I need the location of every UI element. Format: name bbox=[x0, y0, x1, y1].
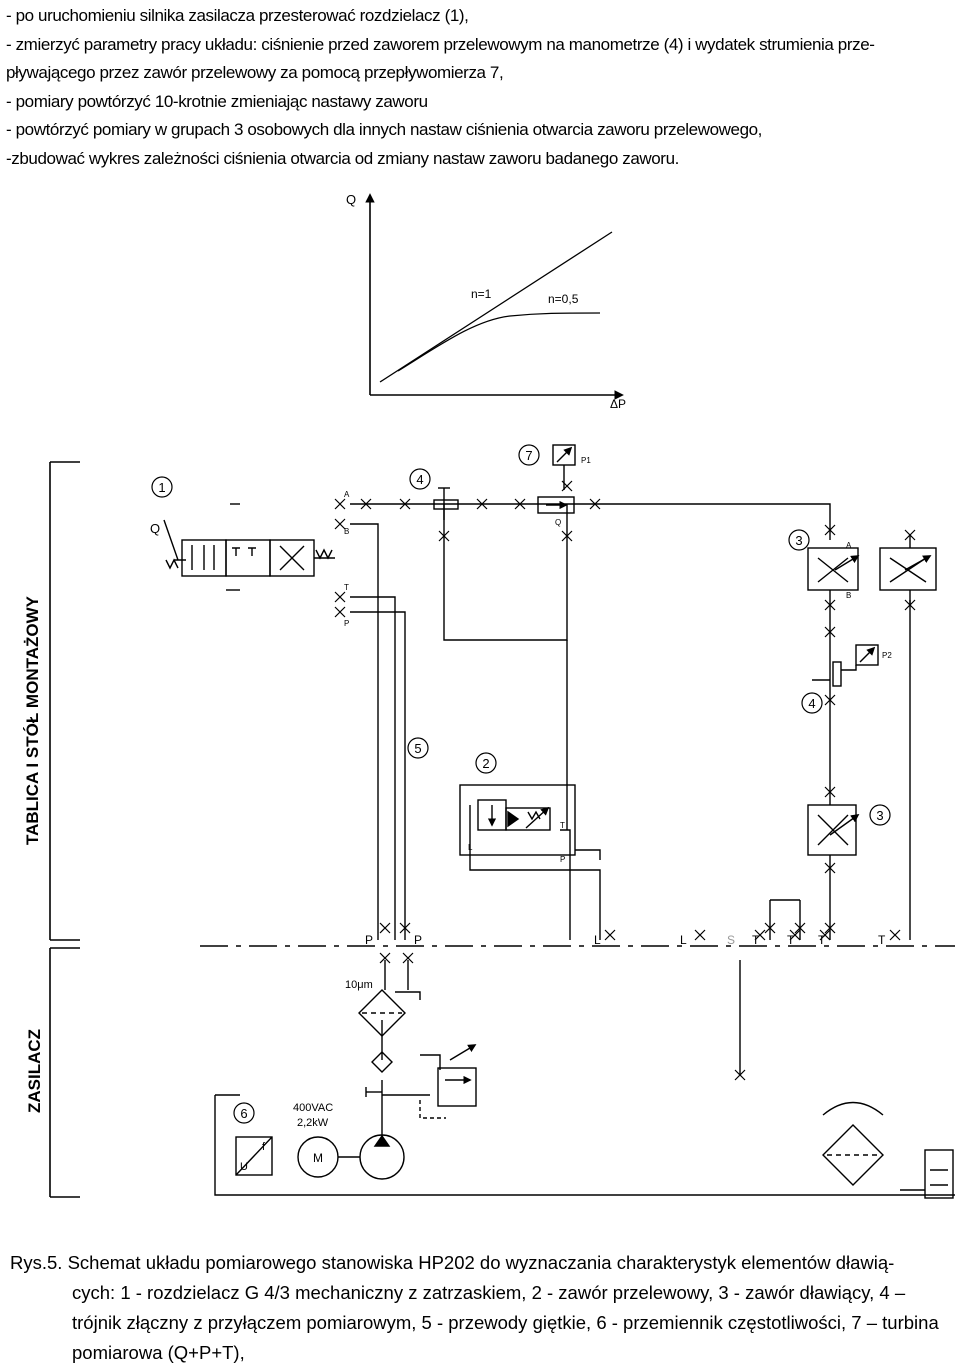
hydraulic-lines bbox=[214, 503, 955, 1196]
graph-x-label: ΔP bbox=[610, 397, 626, 411]
port-B-right: B bbox=[846, 591, 851, 600]
label-P2: P2 bbox=[882, 651, 892, 660]
tank-port-T4: T bbox=[878, 933, 886, 947]
instruction-line: - pomiary powtórzyć 10-krotnie zmieniają… bbox=[6, 91, 428, 111]
figure-caption: Rys.5. Schemat układu pomiarowego stanow… bbox=[10, 1248, 955, 1368]
port-A: A bbox=[344, 490, 350, 499]
filter-label: 10μm bbox=[345, 979, 373, 991]
motor bbox=[297, 1136, 360, 1178]
instruction-line: - zmierzyć parametry pracy układu: ciśni… bbox=[6, 34, 875, 54]
bracket-power-unit bbox=[49, 947, 80, 1198]
graph-y-label: Q bbox=[346, 192, 356, 207]
instruction-line: -zbudować wykres zależności ciśnienia ot… bbox=[6, 148, 679, 168]
instruction-line: - po uruchomieniu silnika zasilacza prze… bbox=[6, 6, 469, 25]
tee-4-top bbox=[433, 487, 459, 520]
motor-M: M bbox=[313, 1151, 323, 1165]
marker-6: 6 bbox=[240, 1106, 247, 1121]
label-power-unit: ZASILACZ bbox=[25, 1029, 44, 1113]
graph-curve2-label: n=0,5 bbox=[548, 292, 579, 306]
tank-port-P1: P bbox=[365, 933, 373, 947]
throttle-valve-3-top bbox=[807, 535, 937, 605]
tank-port-T3: T bbox=[818, 933, 826, 947]
tank bbox=[924, 1149, 954, 1199]
quick-couplings bbox=[334, 480, 916, 1081]
motor-voltage: 400VAC bbox=[293, 1102, 333, 1114]
tank-port-L1: L bbox=[594, 933, 601, 947]
tee-4-right bbox=[812, 644, 879, 687]
number-markers bbox=[151, 444, 891, 1124]
characteristic-graph bbox=[365, 193, 624, 400]
tank-port-T1: T bbox=[752, 933, 760, 947]
marker-1: 1 bbox=[158, 480, 165, 495]
marker-3a: 3 bbox=[795, 533, 802, 548]
caption-rest: cych: 1 - rozdzielacz G 4/3 mechaniczny … bbox=[72, 1282, 939, 1363]
caption-first-line: Rys.5. Schemat układu pomiarowego stanow… bbox=[10, 1252, 895, 1273]
port-B: B bbox=[344, 527, 349, 536]
port-L-valve2: L bbox=[468, 843, 473, 852]
relief-valve-2 bbox=[459, 784, 576, 856]
frequency-converter-6 bbox=[235, 1136, 273, 1176]
converter-f: f bbox=[262, 1141, 266, 1153]
instruction-line: pływającego przez zawór przelewowy za po… bbox=[6, 63, 504, 82]
return-filter bbox=[822, 1101, 884, 1186]
pressure-relief-power bbox=[419, 1044, 477, 1119]
throttle-valve-3-bottom bbox=[807, 804, 860, 856]
port-T-valve2: T bbox=[560, 821, 565, 830]
pump bbox=[359, 1134, 405, 1180]
graph-curve-n05 bbox=[397, 312, 601, 372]
instruction-line: - powtórzyć pomiary w grupach 3 osobowyc… bbox=[6, 120, 763, 139]
tank-port-T2: T bbox=[787, 933, 795, 947]
port-P-valve2: P bbox=[560, 855, 565, 864]
bracket-table bbox=[49, 461, 80, 941]
check-valve bbox=[365, 1051, 393, 1097]
graph-curve1-label: n=1 bbox=[471, 287, 492, 301]
graph-curve-n1 bbox=[379, 231, 613, 383]
port-T: T bbox=[344, 583, 349, 592]
tank-port-P2: P bbox=[414, 933, 422, 947]
marker-4b: 4 bbox=[808, 696, 815, 711]
turbine-7 bbox=[537, 444, 576, 514]
instructions: - po uruchomieniu silnika zasilacza prze… bbox=[6, 2, 956, 173]
marker-2: 2 bbox=[482, 756, 489, 771]
marker-3b: 3 bbox=[876, 808, 883, 823]
marker-4a: 4 bbox=[416, 472, 423, 487]
diagram: Q ΔP n=1 n=0,5 TABLICA I STÓŁ MONTAŻOWY … bbox=[23, 192, 955, 1199]
port-P: P bbox=[344, 619, 349, 628]
motor-power: 2,2kW bbox=[297, 1117, 329, 1129]
marker-5: 5 bbox=[414, 741, 421, 756]
converter-U: U bbox=[240, 1161, 248, 1173]
port-Q-valve1: Q bbox=[150, 521, 160, 536]
marker-7: 7 bbox=[525, 448, 532, 463]
port-Q: Q bbox=[555, 518, 561, 527]
directional-valve-1 bbox=[163, 503, 335, 591]
label-table: TABLICA I STÓŁ MONTAŻOWY bbox=[23, 595, 42, 845]
port-A-right: A bbox=[846, 541, 852, 550]
label-P1: P1 bbox=[581, 456, 591, 465]
filter-10um bbox=[358, 989, 421, 1037]
tank-port-L2: L bbox=[680, 933, 687, 947]
tank-port-S: S bbox=[727, 933, 735, 947]
